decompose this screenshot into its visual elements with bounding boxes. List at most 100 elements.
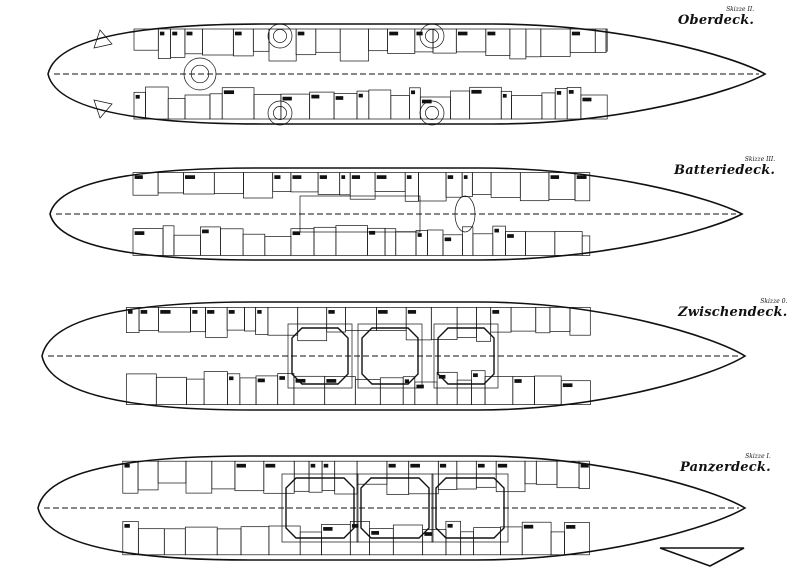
fitting: [457, 31, 468, 36]
fitting: [229, 376, 234, 381]
sketch-number: Skizze III.: [744, 156, 776, 163]
bow-detail-inset: [659, 547, 745, 567]
sketch-number: Skizze 0.: [760, 298, 788, 305]
fitting: [550, 175, 560, 179]
hull-outline-zwischendeck: [41, 301, 747, 411]
fitting: [223, 90, 235, 95]
fitting: [124, 524, 130, 528]
fitting: [351, 175, 361, 179]
compartment: [578, 460, 590, 489]
fitting: [228, 310, 235, 314]
turret-stbd-aft-inner: [425, 106, 439, 120]
fitting: [234, 31, 242, 36]
fitting: [207, 310, 215, 314]
turret-port-fwd-inner: [273, 29, 287, 43]
fitting: [172, 31, 178, 36]
fitting: [323, 527, 333, 531]
fitting: [192, 310, 198, 314]
fitting: [134, 231, 145, 235]
fitting: [502, 93, 507, 98]
fitting: [407, 310, 417, 314]
turret-port-aft: [419, 23, 445, 49]
fitting: [463, 175, 468, 179]
fitting: [371, 531, 380, 535]
deck-name: Zwischendeck.: [678, 305, 788, 320]
compartment: [605, 28, 608, 52]
deck-name: Oberdeck.: [678, 13, 755, 28]
fitting: [358, 93, 363, 98]
fitting: [135, 94, 140, 99]
fitting: [292, 175, 302, 179]
deck-label-batteriedeck: Skizze III. Batteriedeck.: [674, 156, 775, 178]
fitting: [160, 310, 171, 314]
fitting: [185, 175, 196, 179]
armor-barbette-aft: [285, 477, 355, 539]
fitting: [335, 96, 344, 100]
hull-outline-panzerdeck: [37, 455, 747, 561]
fitting: [580, 463, 589, 468]
fitting: [265, 463, 276, 468]
barbette-aft: [291, 327, 349, 385]
fitting: [444, 237, 452, 242]
compartment: [574, 172, 591, 202]
fitting: [576, 175, 587, 179]
fitting: [497, 463, 508, 468]
fitting: [410, 463, 420, 468]
fitting: [487, 31, 496, 36]
fitting: [477, 463, 485, 468]
turret-stbd-aft: [419, 100, 445, 126]
fitting: [417, 233, 422, 237]
fitting: [236, 463, 246, 468]
boat-davit: [93, 29, 113, 49]
fitting: [292, 231, 301, 236]
fitting: [404, 379, 410, 384]
fitting: [369, 230, 376, 235]
fitting: [571, 31, 581, 36]
barbette-fwd: [437, 327, 495, 385]
fitting: [257, 378, 265, 383]
fitting: [341, 175, 346, 179]
fitting: [323, 463, 329, 468]
sketch-number: Skizze I.: [745, 453, 771, 460]
fitting: [566, 525, 576, 529]
fitting: [406, 175, 412, 179]
fitting: [140, 310, 148, 314]
fitting: [311, 94, 320, 99]
turret-stbd-fwd-inner: [273, 106, 287, 120]
fitting: [492, 310, 500, 314]
deck-label-zwischendeck: Skizze 0. Zwischendeck.: [678, 298, 787, 320]
fitting: [523, 524, 534, 529]
fitting: [388, 463, 396, 468]
fitting: [471, 89, 482, 94]
deck-label-panzerdeck: Skizze I. Panzerdeck.: [680, 453, 771, 475]
boat-davit: [93, 99, 113, 119]
hull-outline-batteriedeck: [49, 167, 744, 261]
turret-port-aft-inner: [425, 29, 439, 43]
armor-barbette-mid: [360, 477, 430, 539]
fitting: [328, 310, 335, 314]
fitting: [416, 384, 424, 389]
hull-outline-oberdeck: [47, 23, 767, 125]
fitting: [494, 228, 499, 233]
fitting: [128, 310, 133, 314]
fitting: [507, 234, 514, 238]
fitting: [568, 90, 574, 94]
fitting: [326, 379, 337, 383]
fitting: [376, 175, 387, 179]
deck-name: Batteriedeck.: [674, 163, 776, 178]
fitting: [424, 532, 433, 536]
fitting: [297, 31, 305, 36]
fitting: [257, 310, 262, 314]
compartment: [581, 235, 591, 256]
fitting: [556, 91, 562, 95]
fitting: [514, 379, 522, 383]
fitting: [378, 310, 388, 314]
armor-barbette-fwd: [435, 477, 505, 539]
fitting: [202, 229, 209, 234]
fitting: [439, 463, 447, 468]
fitting: [282, 96, 292, 101]
fitting: [134, 175, 143, 179]
turret-port-fwd: [267, 23, 293, 49]
fitting: [416, 31, 423, 36]
compartment: [564, 522, 590, 556]
